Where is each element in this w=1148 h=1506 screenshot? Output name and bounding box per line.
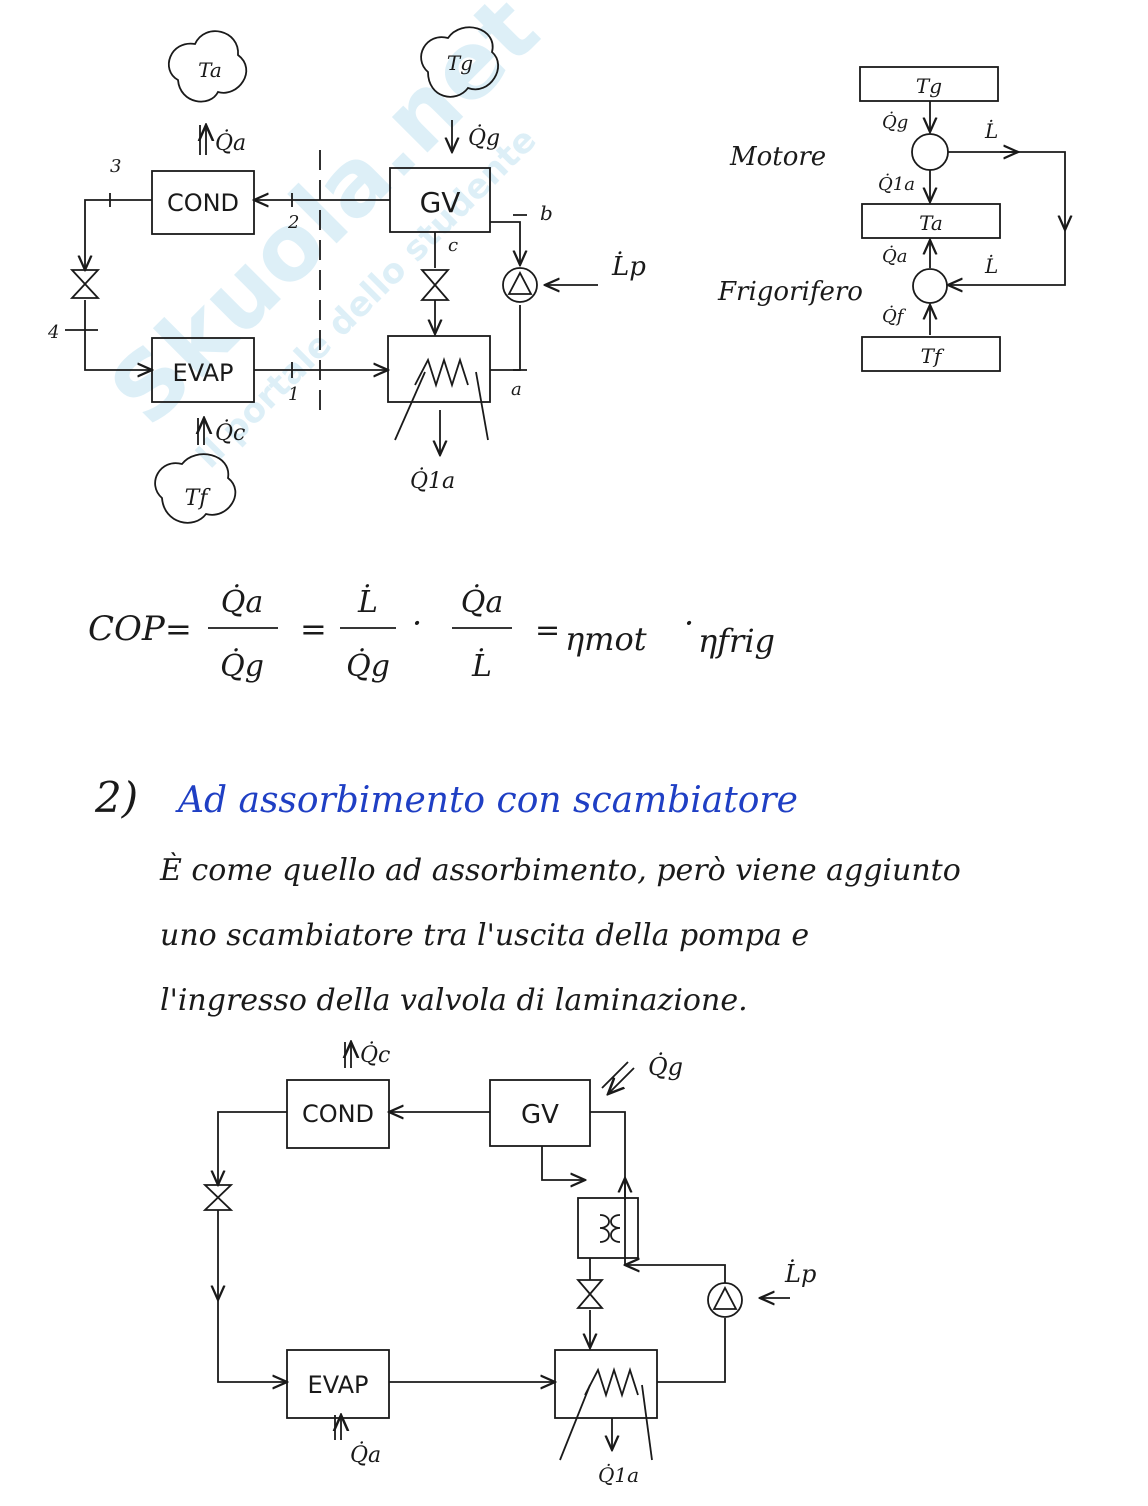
- cloud-ta: [167, 30, 248, 103]
- label-point-4: 4: [47, 322, 59, 343]
- label-lp-2: L̇p: [784, 1260, 816, 1288]
- label-qc-2: Q̇c: [360, 1042, 390, 1068]
- label-eq-q1a: Q̇1a: [878, 173, 915, 195]
- label-qg: Q̇g: [468, 125, 500, 151]
- label-source-tf: Tf: [185, 486, 212, 511]
- absorber-coil: [414, 357, 469, 388]
- reservoir-ta: [861, 203, 1001, 239]
- label-res-ta: Ta: [919, 211, 943, 235]
- formula-lhs: COP: [88, 609, 166, 649]
- diagram-absorption: [65, 26, 598, 524]
- gv-box-2: [489, 1079, 591, 1147]
- watermark-brand: Skuola.net: [90, 0, 559, 446]
- valve-3: [202, 1184, 234, 1211]
- label-point-b: b: [540, 201, 553, 225]
- label-eq-work-bottom: L̇: [984, 254, 998, 278]
- section-title: Ad assorbimento con scambiatore: [175, 780, 798, 821]
- formula-eq-3: =: [535, 613, 560, 648]
- label-source-ta: Ta: [198, 58, 222, 82]
- formula-f3-den: L̇: [471, 649, 492, 684]
- label-eq-work-top: L̇: [984, 119, 998, 143]
- formula-f2-num: L̇: [357, 585, 378, 620]
- diagram-absorption-exchanger: [202, 1042, 790, 1461]
- absorber-box: [387, 335, 491, 403]
- fridge-circle: [912, 268, 948, 304]
- pump-2: [707, 1282, 743, 1318]
- label-eq-qf: Q̇f: [882, 305, 907, 327]
- absorber-box-2: [554, 1349, 658, 1419]
- pump-1: [502, 267, 538, 303]
- line-absorber-pump: [490, 305, 521, 371]
- formula-f2-den: Q̇g: [346, 649, 390, 684]
- label-evap: EVAP: [173, 359, 234, 387]
- label-q1a: Q̇1a: [410, 468, 455, 494]
- section-body-line-2: uno scambiatore tra l'uscita della pompa…: [160, 918, 809, 953]
- line-cond-valve: [85, 199, 152, 270]
- label-res-tf: Tf: [921, 344, 945, 368]
- label-res-tg: Tg: [916, 74, 942, 98]
- label-frigorifero: Frigorifero: [717, 277, 863, 307]
- label-cond: COND: [167, 189, 239, 217]
- line-pump-gv: [490, 221, 520, 265]
- engine-circle: [911, 133, 949, 171]
- diagram-equivalence-labels: Tg Ta Tf Q̇g Q̇1a Q̇a Q̇f L̇ L̇ Motore F…: [717, 74, 998, 368]
- label-point-3: 3: [110, 156, 121, 177]
- cloud-tg: [420, 26, 499, 98]
- diagram-absorption-labels: COND GV EVAP Ta Tg Tf Q̇a Q̇g Q̇c Q̇1a L…: [47, 51, 646, 511]
- formula-dot-1: ·: [412, 604, 422, 642]
- reservoir-tg: [859, 66, 999, 102]
- label-source-tg: Tg: [447, 51, 473, 75]
- valve-4: [576, 1279, 604, 1309]
- label-lp: L̇p: [611, 251, 646, 282]
- heat-exchanger: [577, 1197, 639, 1259]
- cloud-tf: [154, 453, 237, 524]
- label-eq-qa: Q̇a: [882, 245, 908, 267]
- label-point-2: 2: [287, 212, 299, 233]
- label-point-a: a: [511, 379, 522, 400]
- label-point-c: c: [448, 235, 458, 256]
- label-qa: Q̇a: [215, 130, 246, 156]
- valve-2: [420, 269, 450, 301]
- formula-dot-2: ·: [684, 604, 694, 642]
- section-body-line-3: l'ingresso della valvola di laminazione.: [160, 983, 748, 1018]
- formula-eq-2: =: [300, 610, 327, 648]
- label-eq-qg: Q̇g: [882, 111, 908, 133]
- formula-eta-mot: ηmot: [565, 620, 647, 658]
- formula-eta-frig: ηfrig: [698, 622, 775, 660]
- formula-f3-num: Q̇a: [461, 585, 503, 620]
- label-qg-2: Q̇g: [648, 1053, 683, 1081]
- formula-eq-1: =: [165, 610, 192, 648]
- label-evap-2: EVAP: [308, 1371, 369, 1399]
- formula-f1-den: Q̇g: [220, 649, 264, 684]
- exchanger-coils: [599, 1214, 621, 1243]
- label-motore: Motore: [729, 142, 826, 172]
- label-cond-2: COND: [302, 1100, 374, 1128]
- absorber-coil-2: [584, 1367, 639, 1398]
- valve-1: [69, 269, 101, 299]
- section-number: 2): [94, 773, 138, 822]
- diagram-equivalence: [859, 66, 1065, 372]
- section-2: 2) Ad assorbimento con scambiatore È com…: [94, 773, 961, 1018]
- section-body-line-1: È come quello ad assorbimento, però vien…: [159, 852, 961, 888]
- watermark: Skuola.net Il portale dello studente: [90, 0, 559, 476]
- label-qc: Q̇c: [215, 420, 245, 446]
- label-qa-2: Q̇a: [350, 1442, 381, 1468]
- label-gv: GV: [420, 186, 461, 219]
- line-valve-evap: [84, 300, 152, 370]
- label-point-1: 1: [288, 384, 299, 405]
- reservoir-tf: [861, 336, 1001, 372]
- formula-f1-num: Q̇a: [221, 585, 263, 620]
- cop-formula: COP = Q̇a Q̇g = L̇ Q̇g · Q̇a L̇ = ηmot ·…: [88, 585, 775, 684]
- label-q1a-2: Q̇1a: [598, 1463, 639, 1487]
- label-gv-2: GV: [521, 1100, 559, 1130]
- diagram-absorption-exchanger-labels: COND GV EVAP Q̇c Q̇g Q̇a Q̇1a L̇p: [302, 1042, 816, 1487]
